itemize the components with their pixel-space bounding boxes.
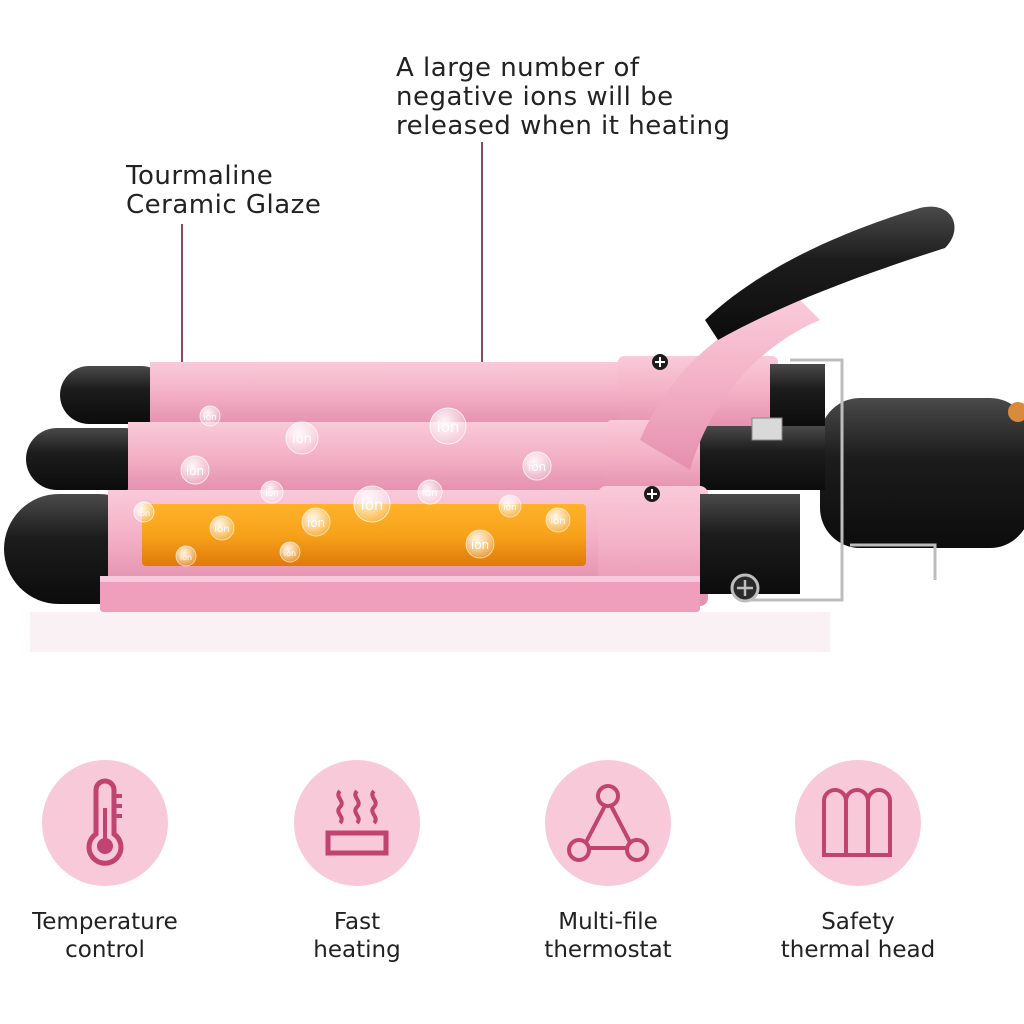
ions-leader-line: [481, 142, 483, 530]
feature-icon-circle: [545, 760, 671, 886]
power-indicator: [1008, 402, 1024, 422]
barrel-top-base: [770, 364, 825, 426]
ion-label: ion: [203, 413, 217, 423]
glaze-callout-text: Tourmaline Ceramic Glaze: [126, 161, 322, 220]
ion-bubble-labels: ion ion ion ion ion ion ion ion ion ion …: [138, 413, 566, 562]
feature-safety-thermal-head: Safety thermal head: [758, 760, 958, 964]
feature-fast-heating: Fast heating: [257, 760, 457, 964]
heat-waves-icon: [325, 789, 389, 856]
floor-reflection: [30, 612, 830, 652]
thermometer-icon: [86, 778, 124, 866]
ion-label: ion: [180, 553, 192, 562]
ions-callout-text: A large number of negative ions will be …: [396, 53, 731, 141]
barrel-tip-top: [60, 366, 170, 424]
feature-label: Temperature control: [32, 909, 178, 963]
wire-stand: [850, 543, 937, 580]
ion-label: ion: [503, 503, 517, 513]
feature-temperature-control: Temperature control: [5, 760, 205, 964]
ion-label: ion: [471, 538, 489, 552]
ion-label: ion: [292, 432, 312, 447]
feature-icon-circle: [42, 760, 168, 886]
ion-label: ion: [307, 516, 325, 530]
feature-icon-circle: [294, 760, 420, 886]
feature-multi-file-thermostat: Multi-file thermostat: [508, 760, 708, 964]
feature-list: Temperature control Fast heating Multi-f…: [0, 760, 1024, 990]
wire-clip: [740, 358, 844, 602]
ion-label: ion: [214, 524, 229, 535]
ion-label: ion: [528, 460, 546, 474]
ion-label: ion: [265, 489, 279, 499]
lever-grip: [705, 206, 955, 340]
barrel-tip-middle: [26, 428, 156, 490]
ion-bubbles: [133, 405, 571, 567]
curling-iron-illustration: ion ion ion ion ion ion ion ion ion ion …: [4, 206, 1024, 652]
handle-body: [820, 398, 1024, 548]
ion-label: ion: [437, 418, 460, 436]
ion-label: ion: [361, 496, 384, 514]
feature-label: Multi-file thermostat: [544, 909, 672, 963]
feature-label: Safety thermal head: [780, 909, 936, 963]
ion-label: ion: [550, 516, 565, 527]
ion-label: ion: [284, 549, 296, 558]
feature-icon-circle: [795, 760, 921, 886]
barrel-top: [150, 362, 630, 426]
feature-label: Fast heating: [313, 909, 401, 963]
triangle-nodes-icon: [567, 784, 649, 862]
clamp-lever: [640, 300, 820, 470]
ion-label: ion: [138, 509, 150, 518]
clamp-plate: [100, 576, 700, 612]
glaze-leader-line: [181, 224, 183, 442]
triple-barrel-icon: [822, 788, 892, 857]
ion-label: ion: [422, 488, 437, 499]
ion-label: ion: [186, 464, 204, 478]
hinge-screw: [751, 417, 783, 441]
clamp-plate-edge: [100, 576, 700, 582]
